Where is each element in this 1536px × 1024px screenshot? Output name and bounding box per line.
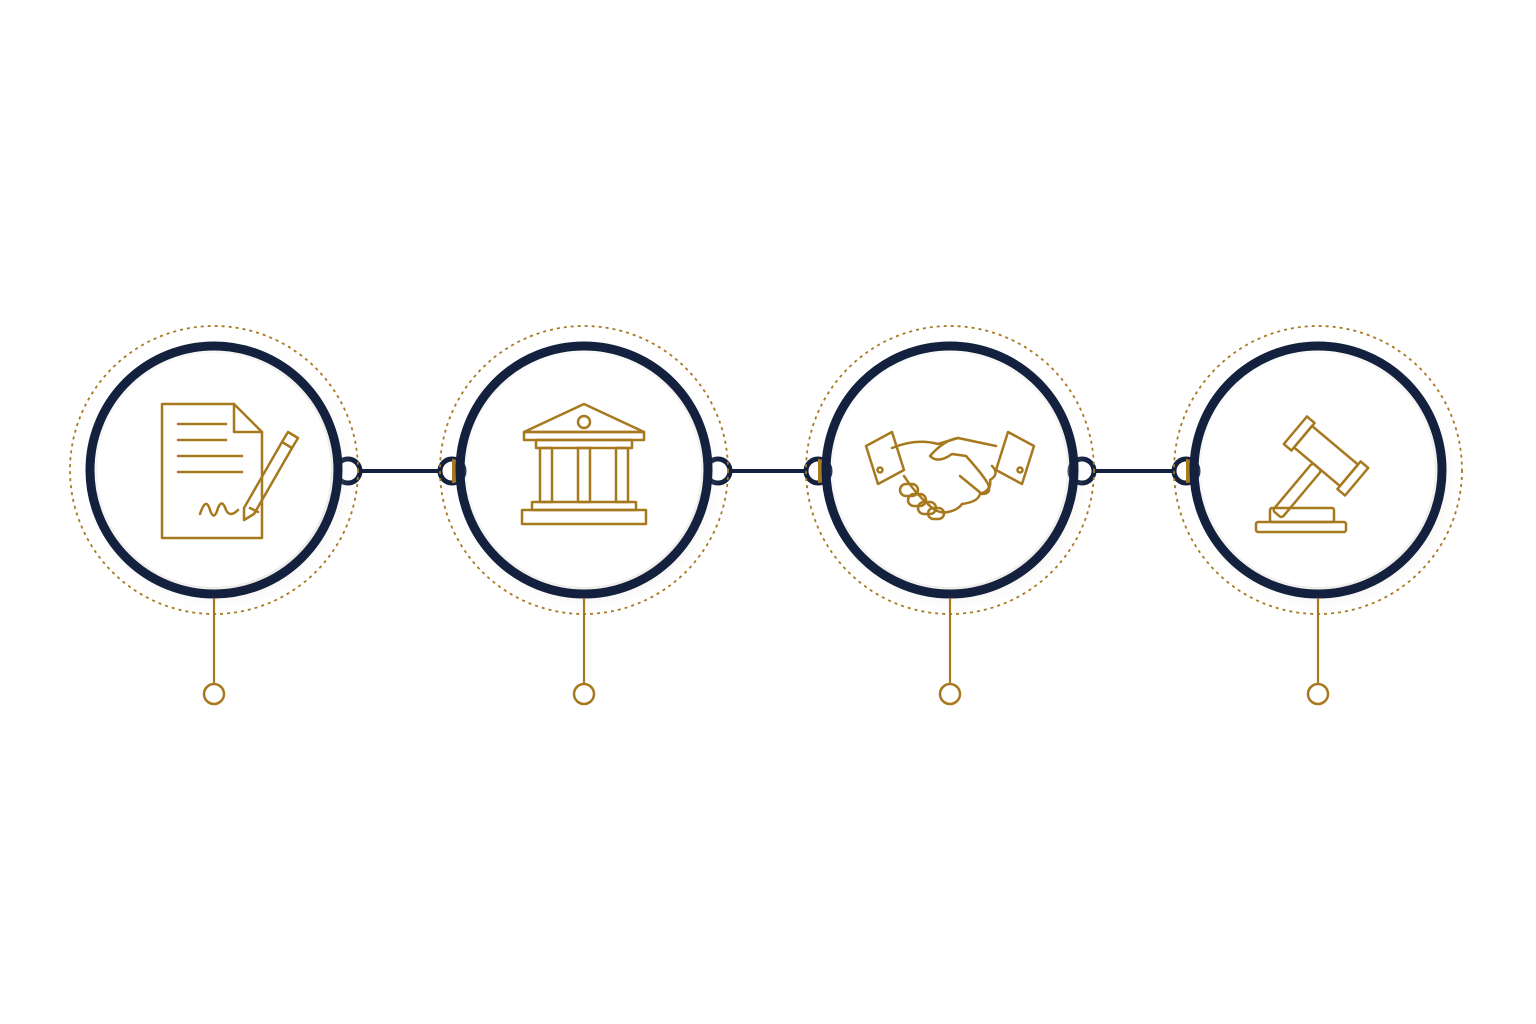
step-4-end-node[interactable] [1306,682,1330,706]
step-4 [1173,325,1463,706]
handshake-icon [864,430,1036,521]
gavel-icon [1254,415,1370,534]
navy-ring [1189,341,1447,599]
navy-ring [821,341,1079,599]
step-3 [805,325,1095,706]
connector-1 [333,456,467,486]
step-3-end-node[interactable] [938,682,962,706]
connector-3 [1067,456,1201,486]
connector-2 [703,456,833,486]
step-1-end-node[interactable] [202,682,226,706]
step-2 [439,325,729,706]
step-2-end-node[interactable] [572,682,596,706]
contract-signing-icon [160,402,300,540]
courthouse-icon [520,402,648,526]
step-1 [69,325,359,706]
navy-ring [455,341,713,599]
navy-ring [85,341,343,599]
